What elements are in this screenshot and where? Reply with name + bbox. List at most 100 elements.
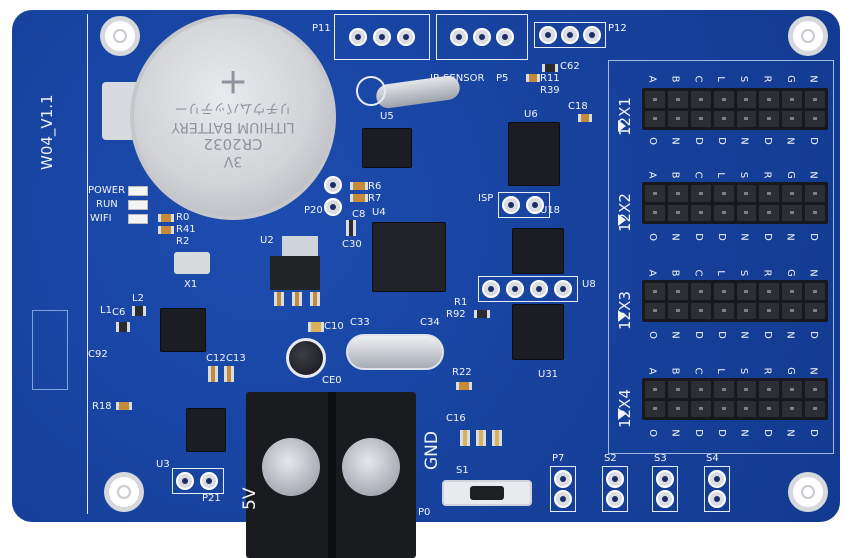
ref-r7: R7	[368, 193, 382, 204]
led-wifi	[128, 214, 148, 224]
hub-port-3[interactable]: 12X3	[612, 258, 830, 350]
crystal-top-base	[356, 76, 386, 106]
smd-r6	[350, 182, 368, 190]
hub-port-3-pin1-marker	[618, 310, 626, 322]
ref-c18: C18	[568, 101, 588, 112]
hub-port-1-header[interactable]	[642, 88, 828, 130]
ref-u6: U6	[524, 109, 538, 120]
hub-port-2-pin-bottom-2: D	[692, 233, 704, 241]
ref-r22: R22	[452, 367, 472, 378]
smd-c12	[208, 366, 218, 382]
hub-port-2-pin-top-0: A	[646, 171, 658, 179]
ref-r41: R41	[176, 224, 196, 235]
s1-actuator[interactable]	[470, 486, 504, 500]
hub-port-2-header[interactable]	[642, 182, 828, 224]
hub-port-1-pin-top-1: B	[669, 75, 681, 83]
p21-outline	[172, 468, 224, 494]
u3-chip	[186, 408, 226, 452]
battery-plus: +	[217, 62, 249, 104]
isp-pin-1	[502, 196, 520, 214]
battery-voltage: 3V	[223, 153, 243, 170]
smd-r41	[158, 226, 174, 234]
ref-c34: C34	[420, 317, 440, 328]
ref-p7: P7	[552, 453, 565, 464]
smd-c18	[578, 114, 592, 122]
hub-port-2-pin-bottom-5: D	[761, 233, 773, 241]
reg-leg-1	[274, 292, 284, 306]
ref-c10: C10	[324, 321, 344, 332]
wifi-chip	[160, 308, 206, 352]
hub-port-2-pin-bottom-3: D	[715, 233, 727, 241]
hub-port-3-pin-bottom-2: D	[692, 331, 704, 339]
hub-port-1-pin-top-4: S	[738, 75, 750, 83]
hub-port-2-label: 12X2	[616, 193, 634, 232]
hub-port-3-header[interactable]	[642, 280, 828, 322]
s1-button[interactable]	[442, 480, 532, 506]
hub-port-4-header[interactable]	[642, 378, 828, 420]
ir-outline	[436, 14, 528, 60]
mounting-hole-bottom-left	[104, 472, 144, 512]
hub-zone-outline	[608, 60, 834, 454]
p7-pin-1	[554, 470, 572, 488]
terminal-gnd: GND	[422, 431, 442, 470]
u6-chip	[508, 122, 560, 186]
mounting-hole-bottom-right	[788, 472, 828, 512]
ref-c62: C62	[560, 61, 580, 72]
ref-ce0: CE0	[322, 375, 342, 386]
ref-isp: ISP	[478, 193, 494, 204]
ref-s2: S2	[604, 453, 617, 464]
p20-pin-1	[324, 176, 342, 194]
terminal-divider	[328, 392, 336, 558]
ref-c6: C6	[112, 307, 126, 318]
hub-port-2[interactable]: 12X2	[612, 160, 830, 252]
smd-c16	[460, 430, 470, 446]
ref-r92: R92	[446, 309, 466, 320]
hub-port-4-pin-bottom-7: D	[807, 429, 819, 437]
hub-port-1[interactable]: 12X1	[612, 64, 830, 156]
ref-u5: U5	[380, 111, 394, 122]
ir-pin-3	[496, 28, 514, 46]
s3-pin-1	[656, 470, 674, 488]
hub-port-1-pin-top-0: A	[646, 75, 658, 83]
hub-port-2-pin-top-3: L	[714, 172, 726, 178]
battery-model: CR2032	[203, 135, 263, 154]
hub-port-1-pin-bottom-1: N	[669, 137, 681, 145]
s4-outline	[704, 466, 730, 512]
hub-port-3-pin-bottom-6: N	[784, 331, 796, 339]
s2-outline	[602, 466, 628, 512]
antenna-trace	[32, 310, 68, 390]
mounting-hole-top-right	[788, 16, 828, 56]
ref-s4: S4	[706, 453, 719, 464]
smd-c62	[542, 64, 558, 72]
hub-port-2-pin-top-4: S	[738, 171, 750, 179]
u18-chip	[512, 228, 564, 274]
hub-port-2-pin-top-1: B	[669, 171, 681, 179]
hub-port-4[interactable]: 12X4	[612, 356, 830, 448]
battery-type: LITHIUM BATTERY	[171, 119, 295, 136]
hub-port-4-pin-bottom-6: N	[784, 429, 796, 437]
hub-port-3-pin-top-0: A	[646, 269, 658, 277]
hub-port-4-pin-bottom-1: N	[669, 429, 681, 437]
hub-port-2-pin-bottom-1: N	[669, 233, 681, 241]
smd-r0	[158, 214, 174, 222]
smd-r11	[526, 74, 540, 82]
hub-port-3-pin-bottom-1: N	[669, 331, 681, 339]
hub-port-2-pin-top-6: G	[784, 171, 796, 179]
ref-u8: U8	[582, 279, 596, 290]
hub-port-4-pin-bottom-0: O	[646, 429, 658, 437]
hub-port-4-pin-bottom-3: D	[715, 429, 727, 437]
hub-port-1-pin-top-3: L	[714, 76, 726, 82]
hub-port-2-pin-top-5: R	[761, 171, 773, 179]
s2-pin-2	[606, 490, 624, 508]
ref-u18: U18	[540, 205, 561, 216]
smd-l2	[132, 306, 146, 316]
smd-c6	[116, 322, 130, 332]
hub-port-1-pin1-marker	[618, 120, 626, 132]
electrolytic-cap	[286, 338, 326, 378]
ref-p5: P5	[496, 73, 509, 84]
ir-pin-1	[450, 28, 468, 46]
ref-s3: S3	[654, 453, 667, 464]
hub-port-3-pin-top-7: N	[807, 269, 819, 277]
p11-pin-2	[373, 28, 391, 46]
hub-port-2-pin-bottom-0: O	[646, 233, 658, 241]
